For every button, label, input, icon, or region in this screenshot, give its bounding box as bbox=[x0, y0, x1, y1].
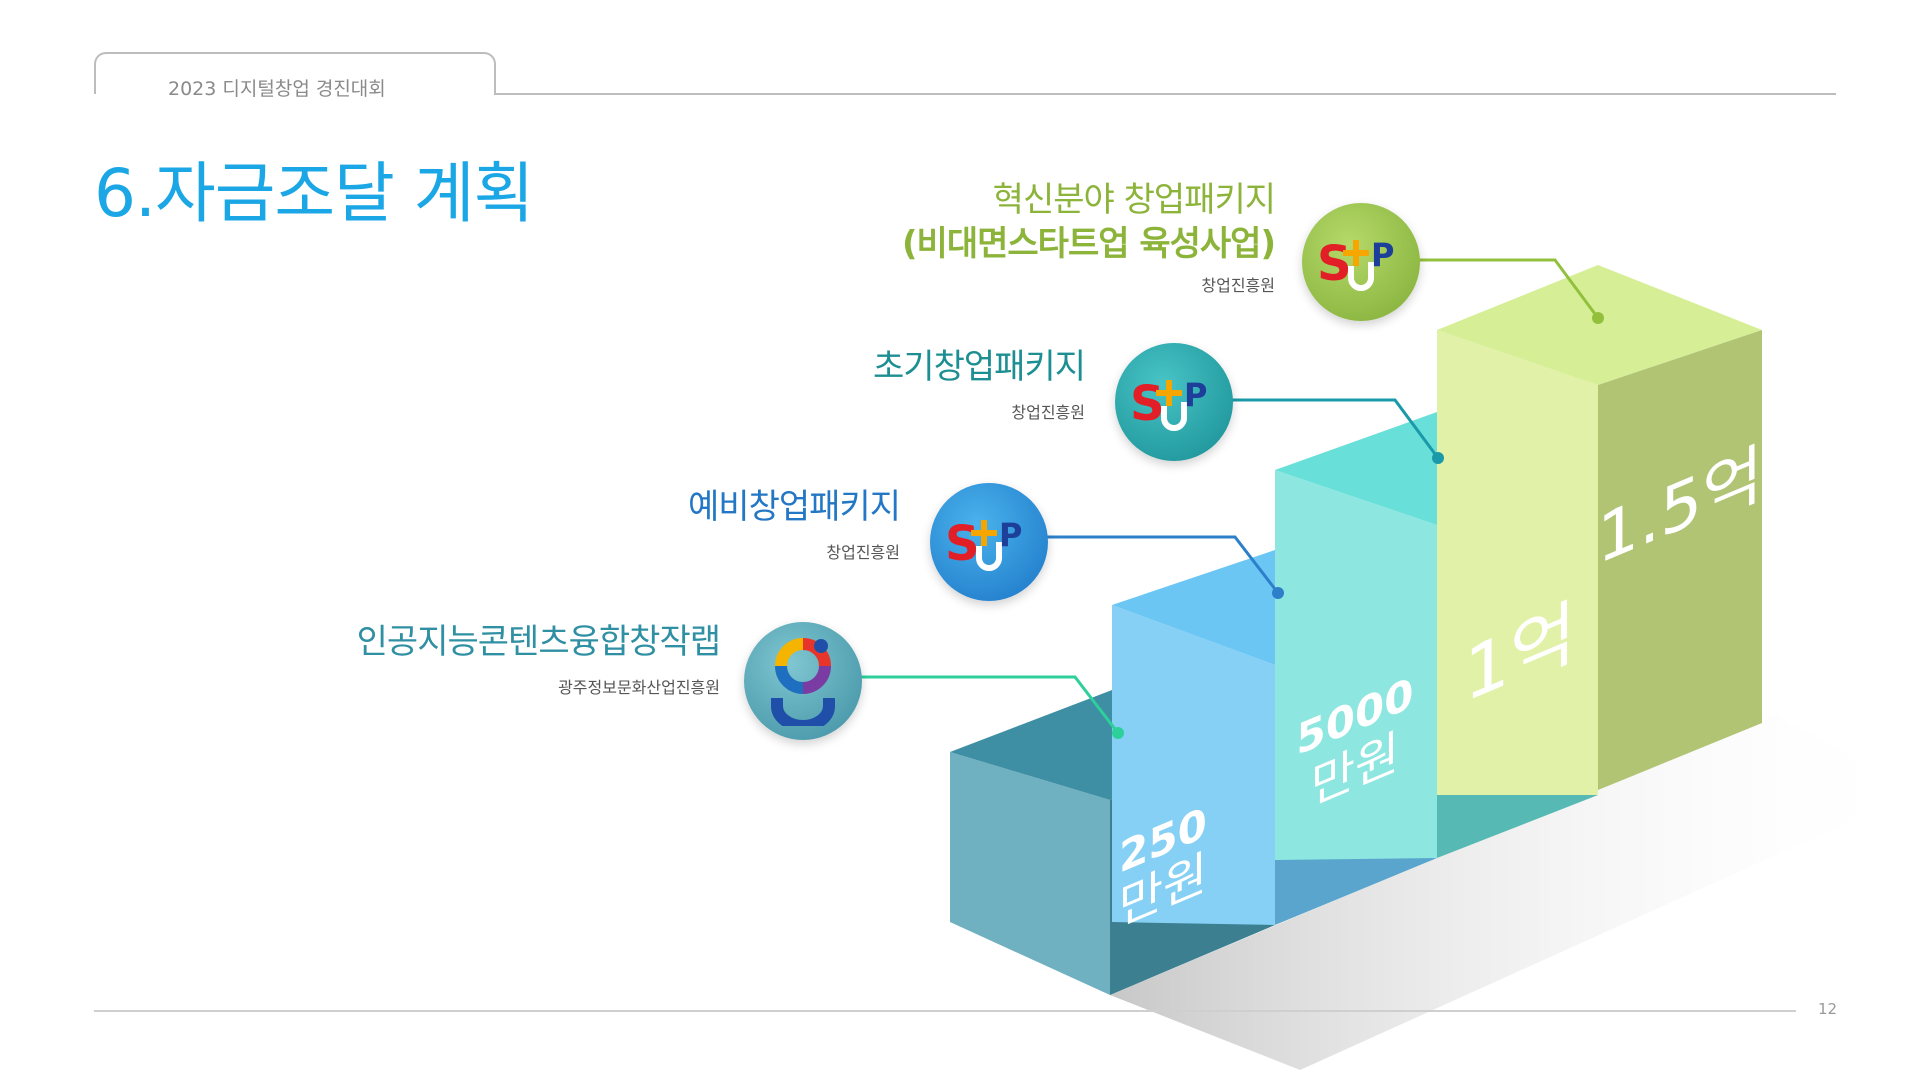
startup-logo-icon: S P bbox=[1302, 203, 1420, 321]
step-4-org: 창업진흥원 bbox=[1201, 276, 1275, 295]
svg-text:P: P bbox=[1371, 236, 1394, 274]
step-3-label: 초기창업패키지 창업진흥원 bbox=[873, 345, 1086, 423]
g-logo-icon bbox=[744, 622, 862, 740]
step-1-label: 인공지능콘텐츠융합창작랩 광주정보문화산업진흥원 bbox=[356, 620, 721, 698]
step-1-name: 인공지능콘텐츠융합창작랩 bbox=[356, 622, 721, 662]
step-4-label: 혁신분야 창업패키지 (비대면스타트업 육성사업) 창업진흥원 bbox=[902, 178, 1276, 296]
step-2-label: 예비창업패키지 창업진흥원 bbox=[688, 485, 901, 563]
svg-text:P: P bbox=[1184, 376, 1207, 414]
floor-shadow bbox=[1110, 715, 1920, 1070]
header-divider bbox=[494, 93, 1836, 95]
startup-logo-icon: S P bbox=[1115, 343, 1233, 461]
step-4-name-line2: (비대면스타트업 육성사업) bbox=[902, 224, 1276, 264]
page-title: 6.자금조달 계획 bbox=[94, 155, 534, 232]
connector-lines bbox=[855, 258, 1604, 739]
step-1-org: 광주정보문화산업진흥원 bbox=[558, 678, 720, 697]
step-2-name: 예비창업패키지 bbox=[688, 487, 901, 527]
svg-text:S: S bbox=[1317, 236, 1352, 292]
step-block-4 bbox=[1437, 265, 1762, 795]
step-3-name: 초기창업패키지 bbox=[873, 347, 1086, 387]
svg-text:S: S bbox=[945, 516, 980, 572]
svg-text:S: S bbox=[1130, 376, 1165, 432]
footer-divider bbox=[94, 1010, 1796, 1012]
header-tab: 2023 디지털창업 경진대회 bbox=[94, 52, 496, 100]
step-2-org: 창업진흥원 bbox=[826, 543, 900, 562]
page-number: 12 bbox=[1818, 1000, 1838, 1018]
step-3-org: 창업진흥원 bbox=[1011, 403, 1085, 422]
startup-logo-icon: S P bbox=[930, 483, 1048, 601]
header-title: 2023 디지털창업 경진대회 bbox=[168, 78, 386, 100]
svg-text:P: P bbox=[999, 516, 1022, 554]
step-4-name-line1: 혁신분야 창업패키지 bbox=[992, 180, 1276, 220]
